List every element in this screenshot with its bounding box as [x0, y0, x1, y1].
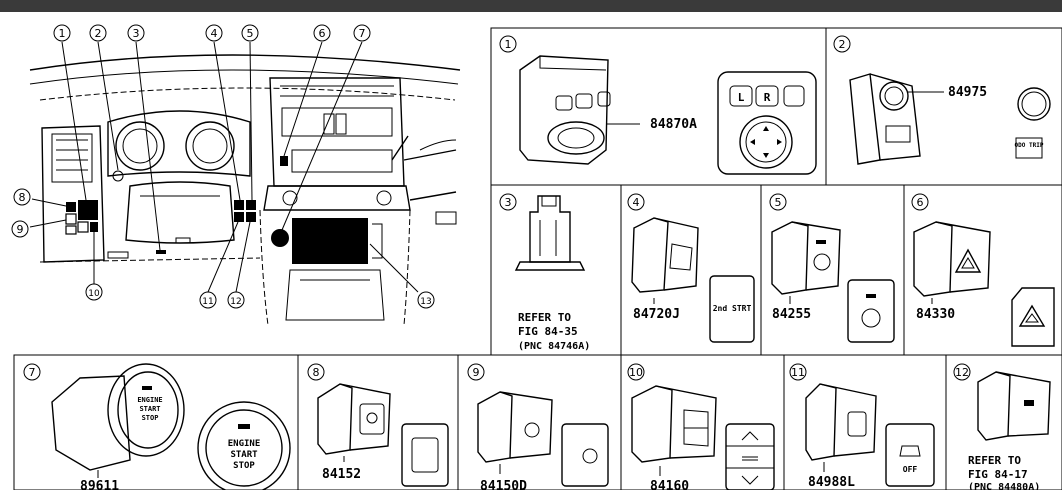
svg-text:2: 2	[95, 27, 102, 40]
svg-text:11: 11	[202, 297, 213, 307]
svg-text:84330: 84330	[916, 307, 955, 322]
svg-text:84150D: 84150D	[480, 479, 527, 490]
panel-8-headlight-level-switch: 8 84152	[307, 363, 449, 487]
svg-text:89611: 89611	[80, 479, 119, 490]
svg-text:1: 1	[59, 27, 66, 40]
callout-8: 8	[13, 188, 31, 206]
diagram-canvas: 1 2 3 4 5 6 7 8 9 10 11 12 13 1	[11, 24, 1062, 490]
svg-text:(PNC 84480A): (PNC 84480A)	[968, 482, 1040, 490]
svg-text:FIG 84-35: FIG 84-35	[518, 325, 578, 338]
panel-6-hazard-switch: 6 84330	[911, 193, 1055, 347]
svg-text:13: 13	[420, 297, 431, 307]
svg-text:REFER TO: REFER TO	[968, 454, 1021, 467]
callout-10: 10	[85, 283, 103, 301]
svg-text:ODO TRIP: ODO TRIP	[1015, 142, 1044, 149]
dashboard-overview	[29, 41, 461, 326]
svg-text:REFER TO: REFER TO	[518, 311, 571, 324]
svg-text:8: 8	[19, 191, 26, 204]
svg-text:6: 6	[917, 196, 924, 209]
svg-text:1: 1	[505, 38, 512, 51]
callout-11: 11	[199, 291, 217, 309]
parts-diagram: 1 2 3 4 5 6 7 8 9 10 11 12 13 1	[0, 12, 1062, 490]
callout-2: 2	[89, 24, 107, 42]
svg-text:84988L: 84988L	[808, 475, 855, 490]
panel-2-odo-switch: 2 84975 ODO TRIP	[833, 35, 1051, 165]
svg-text:84870A: 84870A	[650, 117, 697, 132]
svg-text:84160: 84160	[650, 479, 689, 490]
svg-text:12: 12	[230, 297, 241, 307]
svg-text:START: START	[230, 450, 258, 460]
svg-text:START: START	[139, 405, 160, 413]
svg-text:5: 5	[775, 196, 782, 209]
svg-text:84720J: 84720J	[633, 307, 680, 322]
svg-text:9: 9	[17, 223, 24, 236]
svg-text:4: 4	[211, 27, 218, 40]
svg-text:L: L	[738, 91, 745, 104]
panel-1-mirror-switch: 1 84870A L R	[499, 35, 817, 175]
title-bar	[0, 0, 1062, 12]
callout-1: 1	[53, 24, 71, 42]
svg-text:OFF: OFF	[903, 465, 918, 474]
svg-text:ENGINE: ENGINE	[228, 439, 261, 449]
svg-text:3: 3	[505, 196, 512, 209]
svg-text:84152: 84152	[322, 467, 361, 482]
svg-text:R: R	[764, 91, 771, 104]
callout-12: 12	[227, 291, 245, 309]
svg-text:84255: 84255	[772, 307, 811, 322]
svg-text:9: 9	[473, 366, 480, 379]
svg-text:3: 3	[133, 27, 140, 40]
panel-frames	[13, 27, 1062, 490]
svg-text:84975: 84975	[948, 85, 987, 100]
svg-text:7: 7	[29, 366, 36, 379]
panel-4-2nd-start-switch: 4 84720J 2nd STRT	[627, 193, 755, 343]
svg-text:11: 11	[791, 366, 805, 379]
panel-9-fog-switch: 9 84150D	[467, 363, 609, 490]
callout-markers: 1 2 3 4 5 6 7 8 9 10 11 12 13	[11, 24, 435, 309]
callout-4: 4	[205, 24, 223, 42]
callout-3: 3	[127, 24, 145, 42]
svg-text:10: 10	[629, 366, 643, 379]
svg-text:2nd STRT: 2nd STRT	[713, 304, 752, 313]
svg-text:ENGINE: ENGINE	[137, 396, 162, 404]
svg-text:STOP: STOP	[233, 461, 255, 471]
panel-11-trc-off-switch: 11 84988L OFF	[789, 363, 935, 490]
callout-9: 9	[11, 220, 29, 238]
panel-7-engine-start-switch: 7 ENGINE START STOP 89611 ENGINE START S…	[23, 363, 291, 490]
svg-text:STOP: STOP	[142, 414, 159, 422]
svg-text:2: 2	[839, 38, 846, 51]
panel-12-switch: 12 REFER TO FIG 84-17 (PNC 84480A)	[953, 363, 1051, 490]
svg-text:8: 8	[313, 366, 320, 379]
panel-5-heater-switch: 5 84255	[769, 193, 895, 343]
svg-text:10: 10	[88, 289, 100, 299]
panel-10-rocker-switch: 10 84160	[627, 363, 775, 490]
svg-text:6: 6	[319, 27, 326, 40]
callout-6: 6	[313, 24, 331, 42]
callout-13: 13	[417, 291, 435, 309]
svg-text:12: 12	[955, 366, 969, 379]
svg-text:4: 4	[633, 196, 640, 209]
svg-text:(PNC 84746A): (PNC 84746A)	[518, 341, 590, 352]
svg-text:5: 5	[247, 27, 254, 40]
callout-7: 7	[353, 24, 371, 42]
callout-5: 5	[241, 24, 259, 42]
svg-text:7: 7	[359, 27, 366, 40]
panel-3-connector: 3 REFER TO FIG 84-35 (PNC 84746A)	[499, 193, 590, 352]
svg-text:FIG 84-17: FIG 84-17	[968, 468, 1028, 481]
